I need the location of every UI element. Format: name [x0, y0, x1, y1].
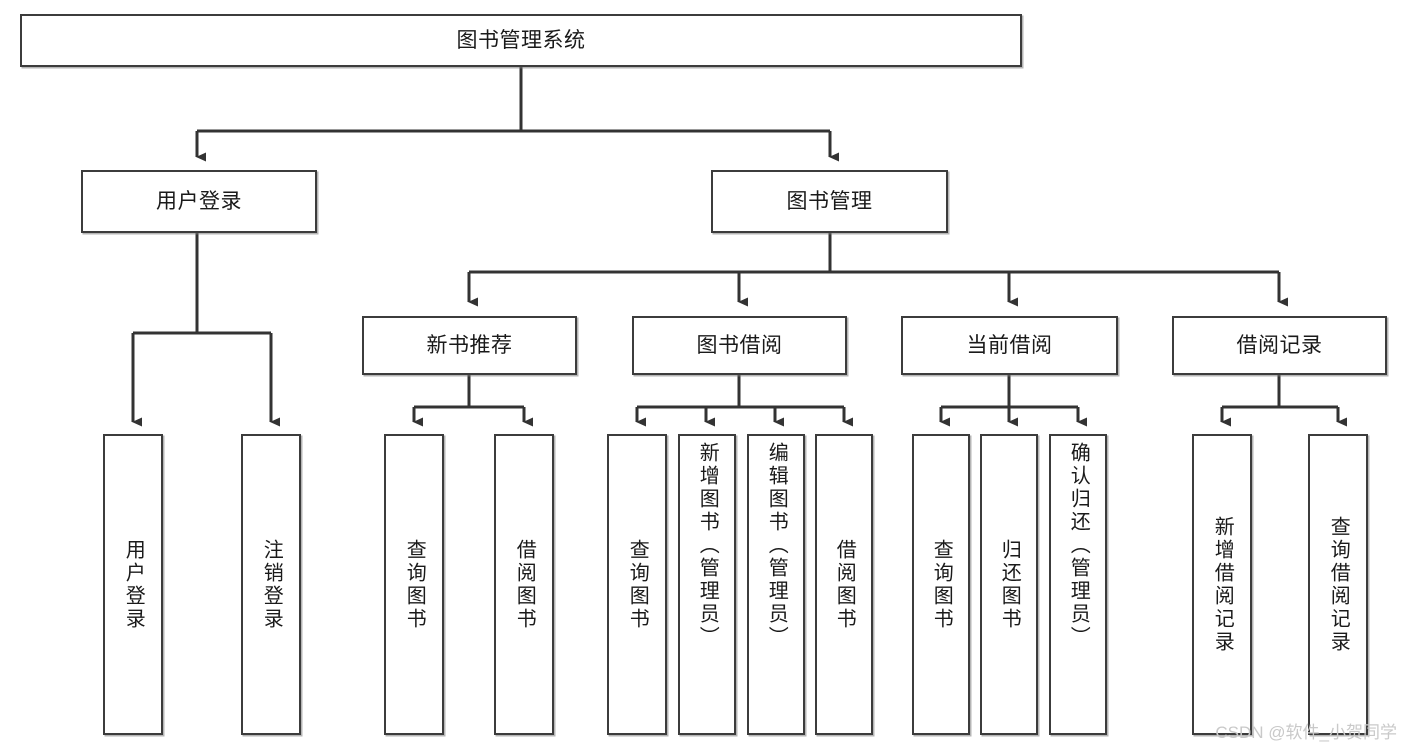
- node-label: 图书借阅: [696, 333, 783, 357]
- node-label: 图书管理: [786, 189, 873, 213]
- leaf-new-book-rec-1[interactable]: 借阅图书: [494, 434, 554, 735]
- leaf-label: 查询图书: [403, 538, 426, 631]
- node-label: 图书管理系统: [456, 28, 586, 52]
- node-current-borrowing[interactable]: 当前借阅: [901, 316, 1118, 375]
- leaf-label: 借阅图书: [513, 538, 536, 631]
- leaf-label: 查询图书: [626, 538, 649, 631]
- node-new-book-recommendation[interactable]: 新书推荐: [362, 316, 577, 375]
- leaf-label: 借阅图书: [833, 538, 856, 631]
- node-label: 用户登录: [156, 189, 242, 213]
- leaf-new-book-rec-0[interactable]: 查询图书: [384, 434, 444, 735]
- node-label: 当前借阅: [966, 333, 1053, 357]
- node-label: 新书推荐: [426, 333, 513, 357]
- node-book-management[interactable]: 图书管理: [711, 170, 948, 233]
- leaf-current-borrow-0[interactable]: 查询图书: [912, 434, 970, 735]
- leaf-user-login-0[interactable]: 用户登录: [103, 434, 163, 735]
- node-borrowing-record[interactable]: 借阅记录: [1172, 316, 1387, 375]
- leaf-book-borrow-2[interactable]: 编辑图书（管理员）: [747, 434, 805, 735]
- leaf-book-borrow-3[interactable]: 借阅图书: [815, 434, 873, 735]
- leaf-label: 编辑图书（管理员）: [765, 442, 788, 649]
- node-book-borrowing[interactable]: 图书借阅: [632, 316, 847, 375]
- csdn-watermark: CSDN @软件_小贺同学: [1215, 723, 1397, 742]
- leaf-user-login-1[interactable]: 注销登录: [241, 434, 301, 735]
- leaf-label: 新增借阅记录: [1211, 515, 1234, 654]
- leaf-label: 注销登录: [260, 538, 283, 631]
- leaf-label: 新增图书（管理员）: [696, 442, 719, 649]
- leaf-label: 查询借阅记录: [1327, 515, 1350, 654]
- node-label: 借阅记录: [1236, 333, 1323, 357]
- leaf-label: 用户登录: [122, 538, 145, 631]
- node-user-login[interactable]: 用户登录: [81, 170, 317, 233]
- leaf-label: 查询图书: [930, 538, 953, 631]
- leaf-label: 确认归还（管理员）: [1067, 442, 1090, 649]
- leaf-book-borrow-0[interactable]: 查询图书: [607, 434, 667, 735]
- leaf-label: 归还图书: [998, 538, 1021, 631]
- leaf-current-borrow-2[interactable]: 确认归还（管理员）: [1049, 434, 1107, 735]
- leaf-book-borrow-1[interactable]: 新增图书（管理员）: [678, 434, 736, 735]
- leaf-borrow-record-1[interactable]: 查询借阅记录: [1308, 434, 1368, 735]
- leaf-borrow-record-0[interactable]: 新增借阅记录: [1192, 434, 1252, 735]
- leaf-current-borrow-1[interactable]: 归还图书: [980, 434, 1038, 735]
- node-root-book-management-system[interactable]: 图书管理系统: [20, 14, 1022, 67]
